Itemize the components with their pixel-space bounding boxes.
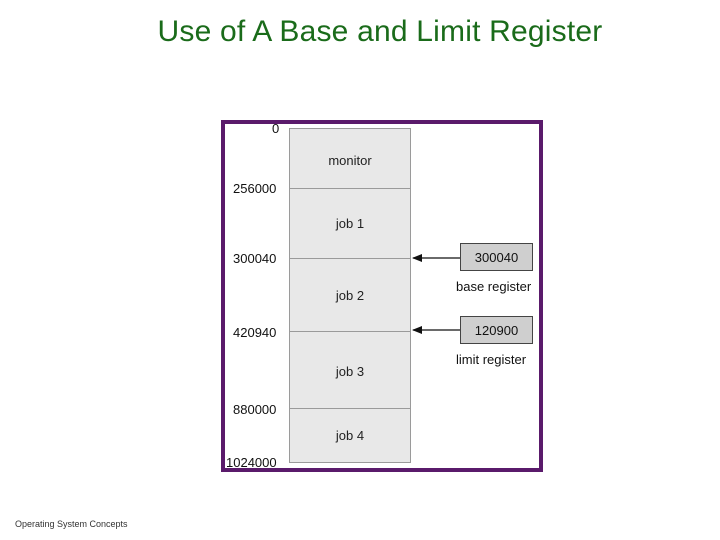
memory-block: monitor job 1 job 2 job 3 job 4 [289, 128, 411, 463]
segment-job-2: job 2 [335, 288, 365, 303]
segment-monitor: monitor [328, 153, 372, 168]
segment-job-1: job 1 [335, 216, 365, 231]
address-label: 1024000 [226, 455, 277, 470]
segment-divider [290, 408, 410, 409]
base-register-label: base register [456, 279, 532, 294]
address-label: 880000 [233, 402, 277, 417]
segment-job-4: job 4 [335, 428, 365, 443]
page-title: Use of A Base and Limit Register [157, 15, 603, 48]
limit-register-box: 120900 [460, 316, 533, 344]
address-label: 256000 [233, 181, 277, 196]
address-label: 420940 [233, 325, 277, 340]
base-register-box: 300040 [460, 243, 533, 271]
address-label: 0 [272, 121, 280, 136]
footer-text: Operating System Concepts [15, 519, 128, 529]
segment-divider [290, 331, 410, 332]
address-label: 300040 [233, 251, 277, 266]
segment-divider [290, 188, 410, 189]
limit-register-label: limit register [456, 352, 527, 367]
segment-job-3: job 3 [335, 364, 365, 379]
segment-divider [290, 258, 410, 259]
